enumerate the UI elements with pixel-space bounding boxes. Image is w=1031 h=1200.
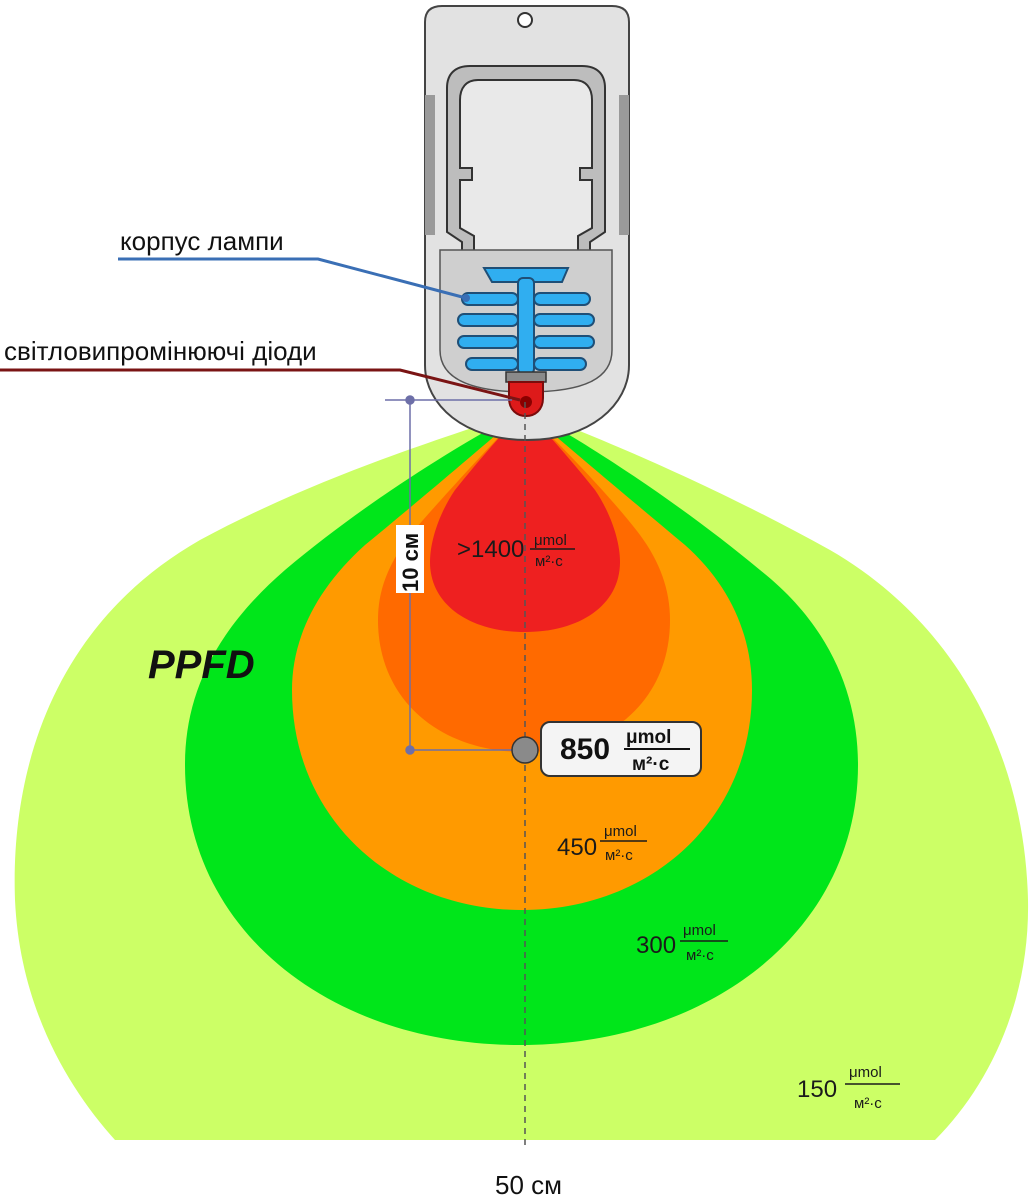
value-850: 850 — [560, 733, 610, 766]
unit-den-300: м²·с — [686, 947, 714, 964]
led-heatsink — [457, 267, 595, 375]
zone-1400 — [430, 410, 620, 632]
unit-den-1400: м²·с — [535, 553, 563, 570]
unit-num-1400: μmol — [534, 532, 567, 549]
lamp-body-label: корпус лампи — [120, 226, 284, 256]
ppfd-label: PPFD — [148, 643, 255, 687]
mounting-hole — [517, 12, 533, 28]
callout-850 — [540, 721, 702, 777]
height-label: 10 см — [398, 533, 423, 592]
lamp-body-leader — [118, 257, 467, 300]
leds-label: світловипромінюючі діоди — [4, 336, 317, 366]
unit-num-450: μmol — [604, 823, 637, 840]
unit-num-850: μmol — [626, 727, 671, 748]
unit-num-300: μmol — [683, 922, 716, 939]
unit-den-450: м²·с — [605, 847, 633, 864]
measure-point — [511, 736, 539, 764]
value-450: 450 — [557, 834, 597, 861]
value-1400: >1400 — [457, 536, 524, 563]
led-board — [505, 371, 547, 383]
lamp-body-leader-dot — [462, 294, 470, 302]
led-diode — [508, 381, 544, 418]
unit-num-150: μmol — [849, 1064, 882, 1081]
unit-den-150: м²·с — [854, 1095, 882, 1112]
value-300: 300 — [636, 932, 676, 959]
unit-den-850: м²·с — [632, 754, 670, 775]
leds-leader — [0, 368, 521, 402]
width-label: 50 см — [495, 1170, 562, 1200]
value-150: 150 — [797, 1076, 837, 1103]
height-label-bg — [396, 525, 424, 593]
